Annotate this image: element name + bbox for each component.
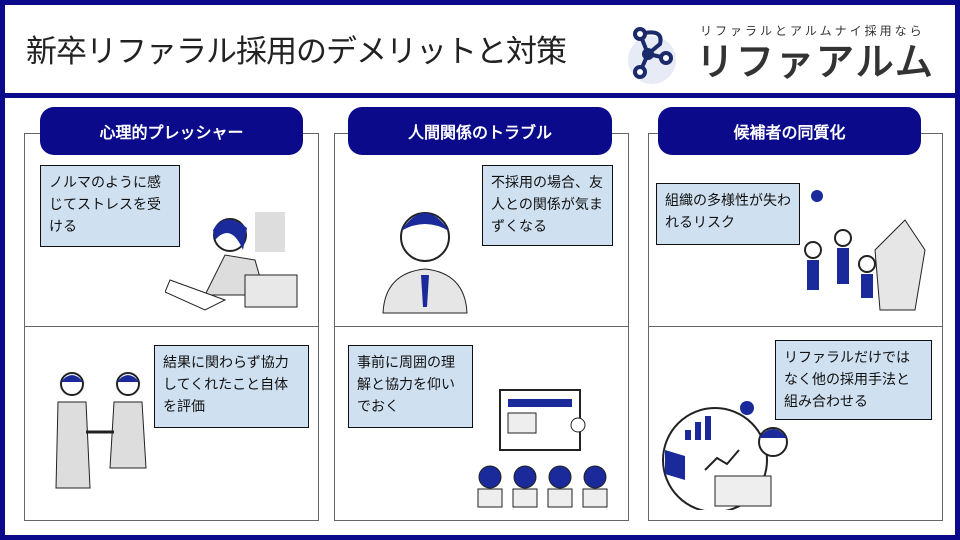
countermeasure-box: 結果に関わらず協力してくれたこと自体を評価 — [154, 345, 309, 428]
header-divider — [0, 93, 960, 98]
countermeasure-box: リファラルだけではなく他の採用手法と組み合わせる — [775, 340, 932, 420]
worried-man-illustration — [382, 212, 468, 314]
handshake-illustration — [55, 372, 147, 489]
heading-candidate-homogenization: 候補者の同質化 — [658, 107, 921, 155]
demerit-box: 不採用の場合、友人との関係が気まずくなる — [482, 165, 613, 246]
card-divider — [25, 326, 318, 327]
logo-icon — [628, 27, 676, 84]
heading-psychological-pressure: 心理的プレッシャー — [40, 107, 303, 155]
card-divider — [649, 326, 942, 327]
stressed-worker-illustration — [165, 212, 298, 311]
heading-relationship-trouble: 人間関係のトラブル — [348, 107, 612, 155]
demerit-box: 組織の多様性が失われるリスク — [656, 183, 800, 245]
page-title: 新卒リファラル採用のデメリットと対策 — [26, 34, 567, 70]
logo-name: リファアルム — [696, 40, 935, 84]
countermeasure-box: 事前に周囲の理解と協力を仰いでおく — [348, 345, 473, 428]
group-illustration — [804, 190, 926, 311]
logo-tagline: リファラルとアルムナイ採用なら — [700, 24, 925, 38]
analytics-illustration — [662, 401, 788, 510]
presentation-illustration — [477, 389, 608, 508]
card-divider — [335, 326, 628, 327]
demerit-box: ノルマのように感じてストレスを受ける — [40, 165, 180, 247]
